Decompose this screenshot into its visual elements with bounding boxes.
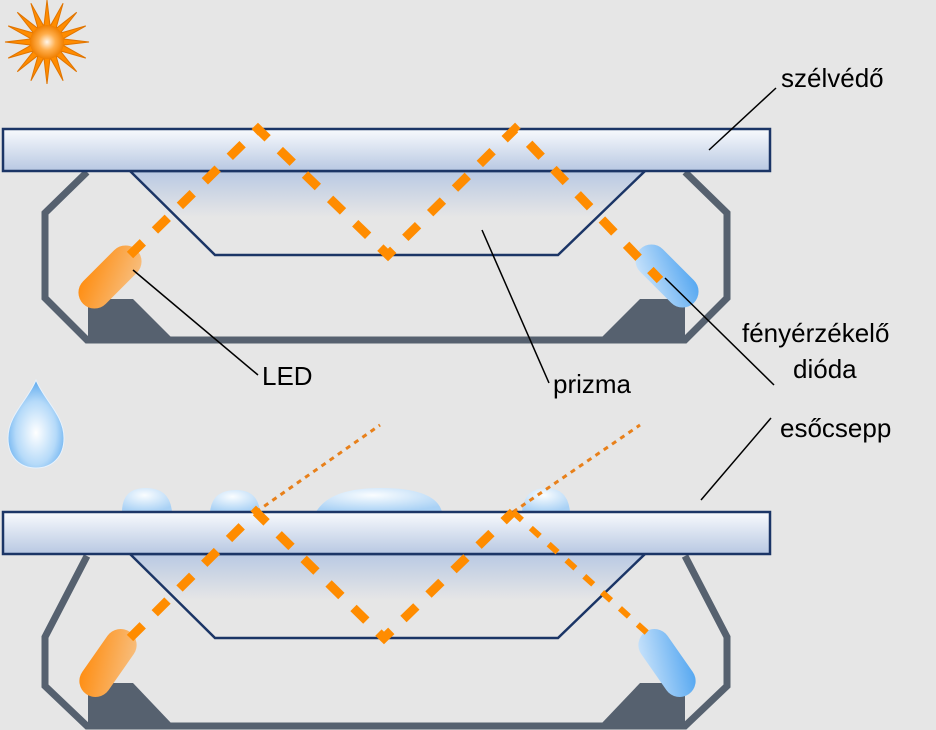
leader-prism — [481, 229, 550, 384]
led — [78, 245, 142, 309]
leader-raindrop — [700, 417, 772, 501]
diode-mount — [601, 299, 685, 338]
label-photodiode-line1: fényérzékelő — [742, 318, 889, 348]
leader-photodiode — [664, 277, 775, 386]
label-photodiode-line2: dióda — [793, 354, 857, 384]
led-mount — [88, 299, 172, 338]
sensor-housing — [41, 169, 731, 344]
photodiode — [638, 628, 696, 698]
rain-drop-on-glass — [316, 488, 442, 512]
led-mount — [88, 683, 172, 724]
rain-drop-on-glass — [210, 490, 260, 512]
escaping-light — [512, 423, 641, 514]
panel-wet — [1, 423, 772, 730]
light-beam — [126, 122, 664, 284]
rain-drop-on-glass — [522, 488, 570, 512]
leader-windshield — [708, 87, 777, 151]
sensor-housing — [41, 554, 731, 730]
rain-drop-on-glass — [122, 488, 172, 512]
weak-light-beam — [510, 509, 658, 643]
windshield — [1, 510, 772, 556]
label-prism: prizma — [553, 369, 632, 399]
raindrop-icon — [7, 378, 65, 469]
diode-mount — [601, 683, 685, 724]
photodiode — [635, 244, 699, 308]
label-windshield: szélvédő — [781, 63, 884, 93]
sun-icon — [4, 0, 90, 85]
panel-dry — [1, 122, 772, 344]
led — [79, 628, 137, 698]
leader-led — [132, 269, 259, 376]
label-raindrop: esőcsepp — [780, 413, 891, 443]
windshield — [1, 127, 772, 173]
label-led: LED — [262, 361, 313, 391]
